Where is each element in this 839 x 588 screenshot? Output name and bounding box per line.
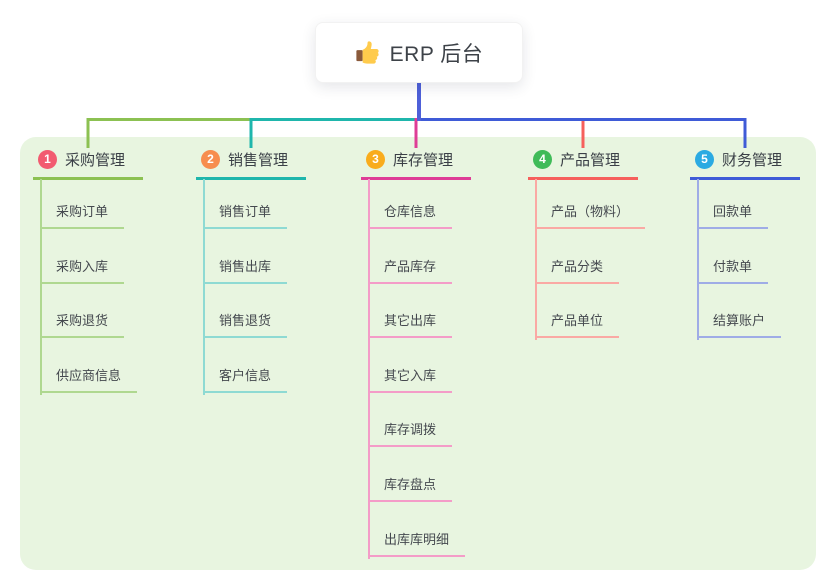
child-node[interactable]: 出库库明细 [368,531,466,557]
branch-header-5[interactable]: 5 财务管理 [690,149,801,180]
child-node[interactable]: 付款单 [697,258,769,284]
child-node[interactable]: 仓库信息 [368,203,453,229]
branch-label: 产品管理 [560,152,621,169]
branch-label: 财务管理 [722,152,783,169]
child-node[interactable]: 产品（物料） [535,203,646,229]
branch-label: 销售管理 [228,152,289,169]
branch-number-badge: 4 [533,150,552,169]
branches-panel [20,137,816,570]
child-node[interactable]: 结算账户 [697,312,782,338]
child-node[interactable]: 回款单 [697,203,769,229]
branch-spine-line [203,179,205,395]
branch-header-4[interactable]: 4 产品管理 [528,149,639,180]
branch-header-2[interactable]: 2 销售管理 [196,149,307,180]
child-node[interactable]: 采购入库 [40,258,125,284]
branch-number-badge: 1 [38,150,57,169]
branch-spine-line [40,179,42,395]
child-node[interactable]: 库存调拨 [368,421,453,447]
child-node[interactable]: 其它入库 [368,367,453,393]
child-node[interactable]: 销售出库 [203,258,288,284]
child-node[interactable]: 产品库存 [368,258,453,284]
branch-header-1[interactable]: 1 采购管理 [33,149,144,180]
child-node[interactable]: 产品单位 [535,312,620,338]
branch-label: 库存管理 [393,152,454,169]
child-node[interactable]: 库存盘点 [368,476,453,502]
branch-spine-line [368,179,370,559]
root-title: ERP 后台 [389,42,484,66]
branch-label: 采购管理 [65,152,126,169]
branch-spine-line [535,179,537,341]
child-node[interactable]: 销售退货 [203,312,288,338]
child-node[interactable]: 销售订单 [203,203,288,229]
branch-spine-line [697,179,699,341]
child-node[interactable]: 产品分类 [535,258,620,284]
child-node[interactable]: 采购订单 [40,203,125,229]
branch-header-3[interactable]: 3 库存管理 [361,149,472,180]
child-node[interactable]: 其它出库 [368,312,453,338]
branch-number-badge: 3 [366,150,385,169]
child-node[interactable]: 采购退货 [40,312,125,338]
child-node[interactable]: 供应商信息 [40,367,138,393]
child-node[interactable]: 客户信息 [203,367,288,393]
branch-number-badge: 2 [201,150,220,169]
branch-number-badge: 5 [695,150,714,169]
root-node[interactable]: ERP 后台 [315,22,523,83]
thumbs-up-icon [355,40,380,65]
